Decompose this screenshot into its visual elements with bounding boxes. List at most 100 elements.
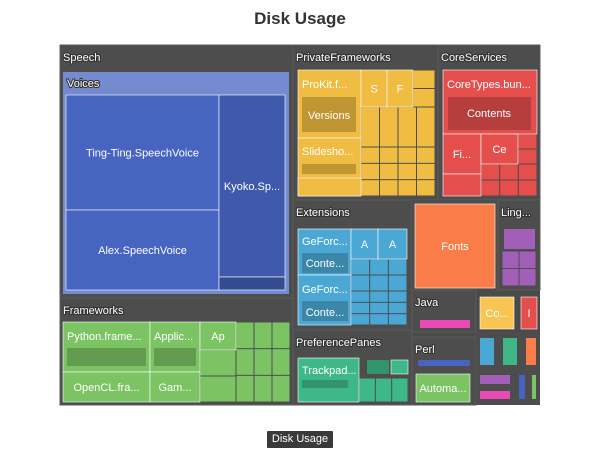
small-cell[interactable] [361, 147, 380, 163]
cell-f[interactable] [386, 69, 414, 108]
small-cell[interactable] [398, 107, 417, 147]
small-cell[interactable] [390, 359, 409, 375]
small-cell[interactable] [254, 322, 272, 349]
small-cell[interactable] [502, 251, 519, 269]
small-cell[interactable] [481, 180, 500, 196]
cell-pp-1[interactable] [367, 360, 389, 374]
small-cell[interactable] [370, 259, 388, 275]
small-cell[interactable] [351, 302, 370, 314]
small-cell[interactable] [370, 314, 388, 325]
small-cell[interactable] [370, 291, 388, 302]
small-cell[interactable] [272, 349, 290, 375]
small-cell[interactable] [361, 163, 380, 180]
small-cell[interactable] [370, 302, 388, 314]
small-cell[interactable] [361, 180, 380, 196]
small-cell[interactable] [380, 107, 398, 147]
small-cell[interactable] [398, 163, 417, 180]
cell-game[interactable] [149, 371, 201, 403]
cell-contents-2[interactable] [302, 301, 348, 321]
small-cell[interactable] [480, 338, 494, 365]
cell-fi[interactable] [442, 133, 482, 175]
small-cell[interactable] [417, 107, 435, 147]
breadcrumb[interactable]: Disk Usage [267, 431, 333, 448]
cell-opencl-framework[interactable] [62, 371, 151, 403]
small-cell[interactable] [526, 338, 536, 365]
small-cell[interactable] [518, 180, 537, 196]
small-cell[interactable] [272, 322, 290, 349]
cell-i[interactable] [520, 296, 538, 330]
cell-ting-ting-speechvoice[interactable] [65, 94, 220, 211]
cell-trackpad-inner[interactable] [302, 380, 348, 388]
cell-applic-inner[interactable] [154, 348, 196, 366]
cell-python-inner[interactable] [67, 348, 146, 366]
small-cell[interactable] [518, 149, 537, 164]
small-cell[interactable] [254, 349, 272, 375]
cell-kyoko-speechvoice[interactable] [218, 94, 286, 278]
small-cell[interactable] [254, 375, 272, 402]
small-cell[interactable] [351, 275, 370, 291]
small-cell[interactable] [503, 338, 517, 365]
cell-fonts[interactable] [414, 203, 496, 289]
small-cell[interactable] [236, 322, 254, 349]
cell-s[interactable] [360, 69, 388, 108]
cell-co[interactable] [479, 296, 515, 330]
small-cell[interactable] [380, 180, 398, 196]
small-cell[interactable] [370, 275, 388, 291]
small-cell[interactable] [200, 376, 236, 402]
small-cell[interactable] [351, 259, 370, 275]
small-cell[interactable] [502, 269, 519, 286]
small-cell[interactable] [519, 251, 536, 269]
cell-perl-bar[interactable] [418, 360, 470, 366]
cell-automator[interactable] [415, 373, 471, 403]
small-cell[interactable] [532, 375, 536, 399]
small-cell[interactable] [388, 275, 407, 291]
cell-alex-speechvoice[interactable] [65, 209, 220, 291]
small-cell[interactable] [272, 375, 290, 402]
small-cell[interactable] [200, 350, 236, 376]
small-cell[interactable] [380, 163, 398, 180]
cell-slideshow-inner[interactable] [302, 164, 356, 174]
cell-ce[interactable] [480, 133, 519, 165]
cell-java[interactable] [420, 320, 470, 328]
cell-ap[interactable] [199, 321, 237, 351]
cell-versions[interactable] [302, 97, 356, 132]
small-cell[interactable] [417, 163, 435, 180]
small-cell[interactable] [519, 375, 525, 399]
cell-a2[interactable] [377, 228, 408, 260]
cell-contents-1[interactable] [302, 253, 348, 273]
small-cell[interactable] [518, 134, 537, 149]
small-cell[interactable] [398, 180, 417, 196]
small-cell[interactable] [518, 164, 537, 180]
small-cell[interactable] [375, 378, 392, 402]
cell-a1[interactable] [350, 228, 379, 260]
small-cell[interactable] [480, 375, 510, 384]
small-cell[interactable] [417, 147, 435, 163]
small-cell[interactable] [417, 180, 435, 196]
small-cell[interactable] [388, 302, 407, 314]
small-cell[interactable] [236, 375, 254, 402]
small-cell[interactable] [351, 291, 370, 302]
small-cell[interactable] [388, 314, 407, 325]
small-cell[interactable] [442, 173, 482, 197]
small-cell[interactable] [388, 291, 407, 302]
cell-other-voice[interactable] [218, 276, 286, 291]
small-cell[interactable] [413, 70, 435, 89]
small-cell[interactable] [398, 147, 417, 163]
small-cell[interactable] [481, 164, 500, 180]
small-cell[interactable] [480, 391, 510, 399]
small-cell[interactable] [519, 269, 536, 286]
small-cell[interactable] [236, 349, 254, 375]
small-cell[interactable] [388, 259, 407, 275]
small-cell[interactable] [413, 89, 435, 107]
cell-contents[interactable] [448, 97, 531, 130]
cell-ling-1[interactable] [504, 229, 535, 249]
small-cell[interactable] [380, 147, 398, 163]
small-cell[interactable] [359, 378, 375, 402]
small-cell[interactable] [500, 164, 518, 180]
small-cell[interactable] [297, 177, 362, 197]
small-cell[interactable] [361, 107, 380, 147]
small-cell[interactable] [500, 180, 518, 196]
small-cell[interactable] [392, 378, 408, 402]
small-cell[interactable] [351, 314, 370, 325]
